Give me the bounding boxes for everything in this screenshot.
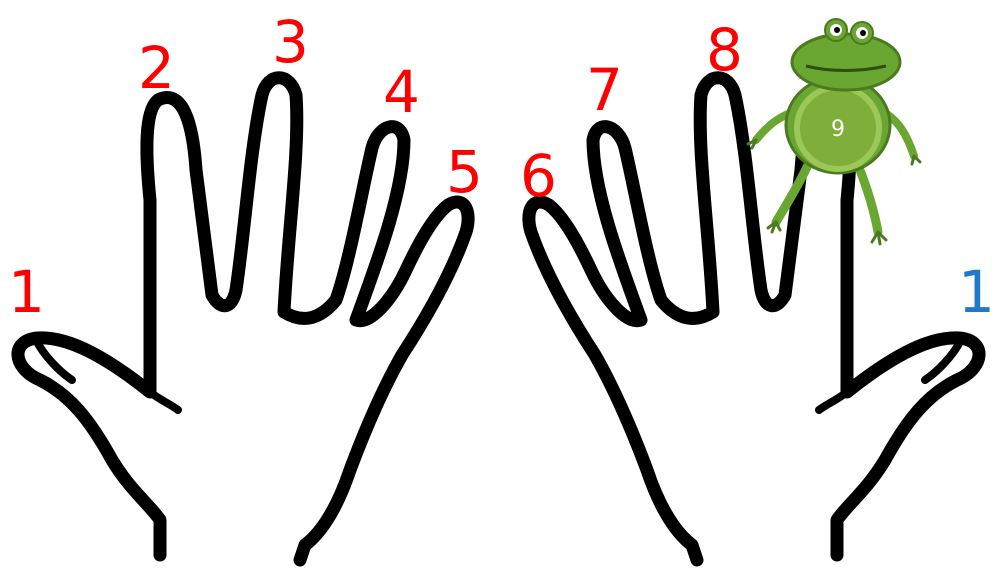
right-finger-label-7: 7 [586, 56, 623, 124]
left-finger-label-1: 1 [8, 258, 45, 326]
left-finger-label-2: 2 [138, 34, 175, 102]
left-finger-label-3: 3 [272, 8, 309, 76]
left-finger-label-5: 5 [446, 138, 483, 206]
right-finger-label-6: 6 [520, 142, 557, 210]
left-hand [18, 78, 468, 560]
right-thumb-label: 1 [958, 258, 995, 326]
right-finger-label-8: 8 [706, 16, 743, 84]
frog-right-leg [858, 165, 878, 232]
frog-head [792, 34, 900, 90]
frog-belly-number: 9 [831, 117, 845, 142]
left-finger-label-4: 4 [383, 58, 420, 126]
